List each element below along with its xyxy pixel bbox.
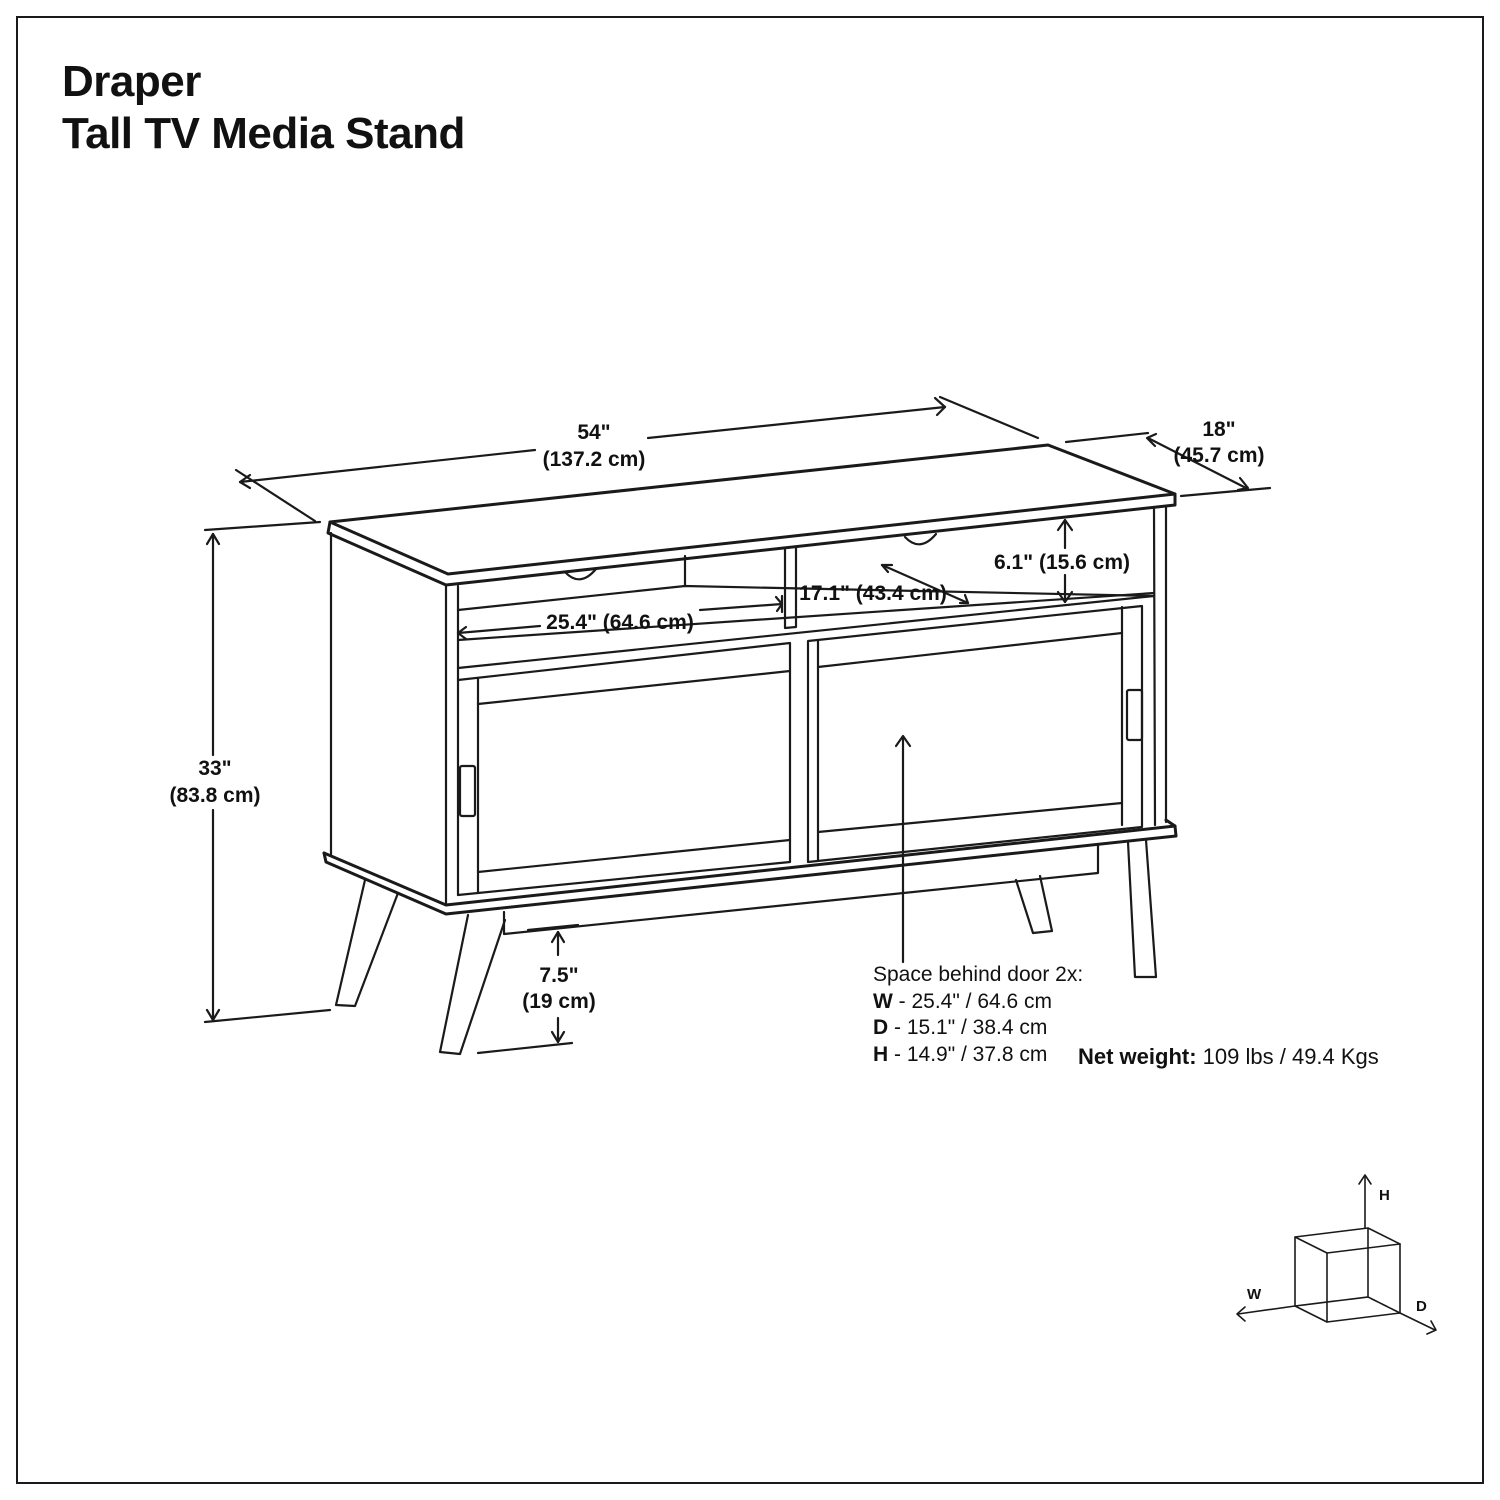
product-name: Draper: [62, 57, 201, 106]
note-row-d: D - 15.1" / 38.4 cm: [873, 1016, 1048, 1039]
axis-d-label: D: [1416, 1298, 1427, 1315]
depth-cm: (45.7 cm): [1173, 444, 1264, 467]
note-heading: Space behind door 2x:: [873, 963, 1084, 986]
cabinet-outline: [322, 443, 1178, 1056]
note-row-h: H - 14.9" / 37.8 cm: [873, 1042, 1048, 1066]
height-cm: (83.8 cm): [169, 784, 260, 807]
depth-dimension: [1064, 431, 1272, 498]
width-cm: (137.2 cm): [543, 448, 646, 471]
leg-height-dimension: [476, 923, 580, 1055]
width-dimension: [234, 395, 1040, 523]
shelf-depth-label: 17.1" (43.4 cm): [799, 582, 947, 605]
note-row-w: W - 25.4" / 64.6 cm: [873, 989, 1053, 1013]
space-behind-door-note: Space behind door 2x: W - 25.4" / 64.6 c…: [873, 962, 1083, 1068]
space-callout-leader: [894, 734, 912, 964]
axis-h-label: H: [1379, 1187, 1390, 1204]
leg-height-inches: 7.5": [539, 964, 578, 987]
shelf-height-label: 6.1" (15.6 cm): [994, 551, 1130, 574]
width-inches: 54": [577, 421, 610, 444]
product-title: Draper Tall TV Media Stand: [62, 56, 465, 160]
page-frame: [16, 16, 1484, 1484]
shelf-height-dimension: [1056, 518, 1074, 604]
shelf-width-dimension: [456, 594, 784, 641]
axis-w-label: W: [1247, 1286, 1262, 1303]
shelf-depth-dimension: [880, 563, 970, 605]
depth-inches: 18": [1202, 418, 1235, 441]
axis-legend: H W D: [1236, 1174, 1437, 1335]
leg-height-cm: (19 cm): [522, 990, 596, 1013]
shelf-width-label: 25.4" (64.6 cm): [546, 611, 694, 634]
height-dimension: [203, 520, 332, 1024]
net-weight-container: Net weight: 109 lbs / 49.4 Kgs: [1078, 1044, 1379, 1070]
height-inches: 33": [198, 757, 231, 780]
net-weight-label: Net weight:: [1078, 1044, 1197, 1069]
net-weight-value: 109 lbs / 49.4 Kgs: [1196, 1044, 1379, 1069]
product-type: Tall TV Media Stand: [62, 109, 465, 158]
